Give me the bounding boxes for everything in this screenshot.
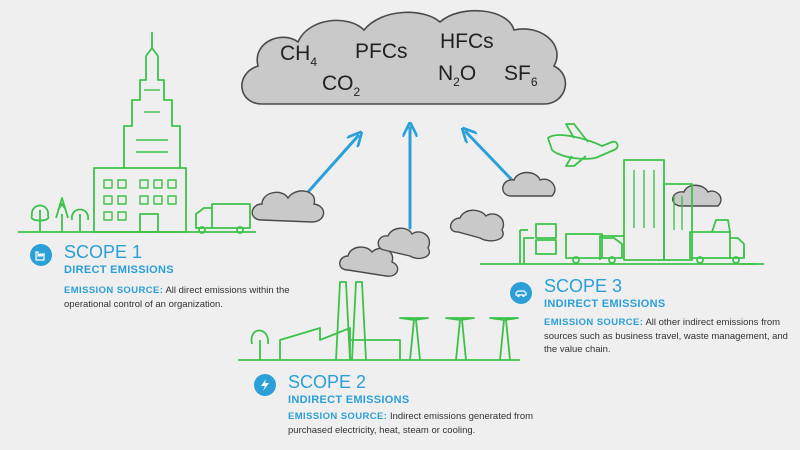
scope2-subtitle: INDIRECT EMISSIONS [288, 394, 410, 406]
gas-hfcs: HFCs [440, 30, 494, 53]
scope2-title: SCOPE 2 [288, 372, 367, 392]
scope3-industry [480, 123, 764, 265]
scope1-truck [211, 203, 251, 229]
smoke-puff-scope3-building [672, 184, 722, 207]
smoke-puff-scope2-upper [377, 227, 431, 260]
smoke-puff-scope3-left [450, 209, 505, 242]
scope3-subtitle: INDIRECT EMISSIONS [544, 298, 666, 310]
scope2-description: EMISSION SOURCE: Indirect emissions gene… [288, 410, 534, 437]
lightning-icon [254, 374, 276, 396]
scope3-description: EMISSION SOURCE: All other indirect emis… [544, 316, 790, 357]
gas-sf6: SF6 [504, 62, 538, 89]
scope1-city [18, 32, 256, 234]
scope2-source-text: Indirect emissions generated from purcha… [288, 411, 534, 436]
scope3-garbage-truck [689, 231, 731, 259]
smoke-puff-scope1 [251, 190, 325, 223]
scope1-description: EMISSION SOURCE: All direct emissions wi… [64, 284, 314, 311]
smoke-puffs [251, 171, 722, 277]
scope1-subtitle: DIRECT EMISSIONS [64, 264, 174, 276]
scope1-block: SCOPE 1 DIRECT EMISSIONS EMISSION SOURCE… [30, 242, 320, 312]
scope2-source-label: EMISSION SOURCE: [288, 411, 388, 422]
gas-ch4: CH4 [280, 42, 317, 69]
scope2-plant [238, 281, 520, 361]
scope3-source-label: EMISSION SOURCE: [544, 317, 644, 328]
scope3-arrow [466, 132, 514, 182]
gas-co2: CO2 [322, 72, 361, 99]
gas-cloud: CH4 PFCs HFCs CO2 N2O SF6 [241, 9, 567, 105]
scope3-plane [547, 123, 619, 167]
car-icon [510, 282, 532, 304]
factory-icon [30, 244, 52, 266]
scope1-source-label: EMISSION SOURCE: [64, 285, 164, 296]
line-art [18, 32, 764, 361]
scope3-title: SCOPE 3 [544, 276, 623, 296]
emission-arrows [306, 128, 514, 230]
scope3-source-text: All other indirect emissions from source… [544, 317, 788, 355]
scope2-block: SCOPE 2 INDIRECT EMISSIONS EMISSION SOUR… [254, 372, 544, 442]
gas-n2o: N2O [438, 62, 476, 89]
smoke-puff-scope2-lower [339, 246, 399, 277]
scope1-title: SCOPE 1 [64, 242, 143, 262]
scope1-source-text: All direct emissions within the operatio… [64, 285, 290, 310]
scope1-arrow [306, 136, 358, 194]
smoke-puff-scope3-right [502, 171, 556, 197]
gas-pfcs: PFCs [355, 40, 408, 63]
scope3-block: SCOPE 3 INDIRECT EMISSIONS EMISSION SOUR… [510, 276, 796, 366]
